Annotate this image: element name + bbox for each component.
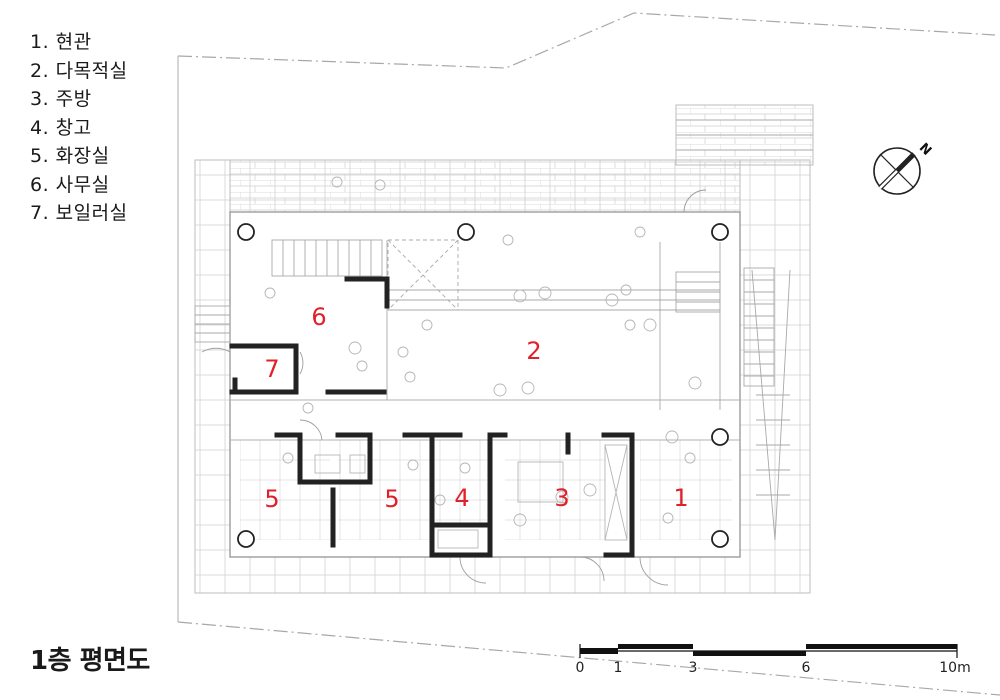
scale-tick-1: 1	[613, 660, 623, 676]
plan-title: 1층 평면도	[30, 646, 150, 676]
scale-tick-6: 6	[801, 660, 811, 676]
scale-tick-0: 0	[575, 660, 585, 676]
room-number-3: 3	[554, 484, 569, 512]
room-number-2: 2	[526, 337, 541, 365]
legend-item: 1. 현관	[30, 31, 92, 53]
legend-item: 7. 보일러실	[30, 202, 128, 224]
north-strip	[229, 159, 741, 213]
room-number-7: 7	[264, 355, 279, 383]
scale-tick-3: 3	[688, 660, 698, 676]
room-number-4: 4	[454, 484, 469, 512]
room-number-6: 6	[311, 303, 326, 331]
room-number-1: 1	[673, 484, 688, 512]
scale-tick-10: 10m	[939, 660, 971, 676]
room-legend: 1. 현관 2. 다목적실 3. 주방 4. 창고 5. 화장실 6. 사무실 …	[30, 28, 128, 228]
legend-item: 4. 창고	[30, 116, 92, 139]
legend-item: 6. 사무실	[30, 173, 110, 196]
scale-bar	[579, 644, 958, 658]
legend-item: 5. 화장실	[30, 145, 110, 167]
north-label: N	[916, 141, 934, 159]
site-boundary	[177, 12, 996, 69]
room-number-5-left: 5	[264, 485, 279, 513]
north-arrow	[873, 147, 921, 195]
legend-item: 2. 다목적실	[30, 59, 128, 82]
room-number-5-right: 5	[384, 485, 399, 513]
legend-item: 3. 주방	[30, 88, 92, 110]
